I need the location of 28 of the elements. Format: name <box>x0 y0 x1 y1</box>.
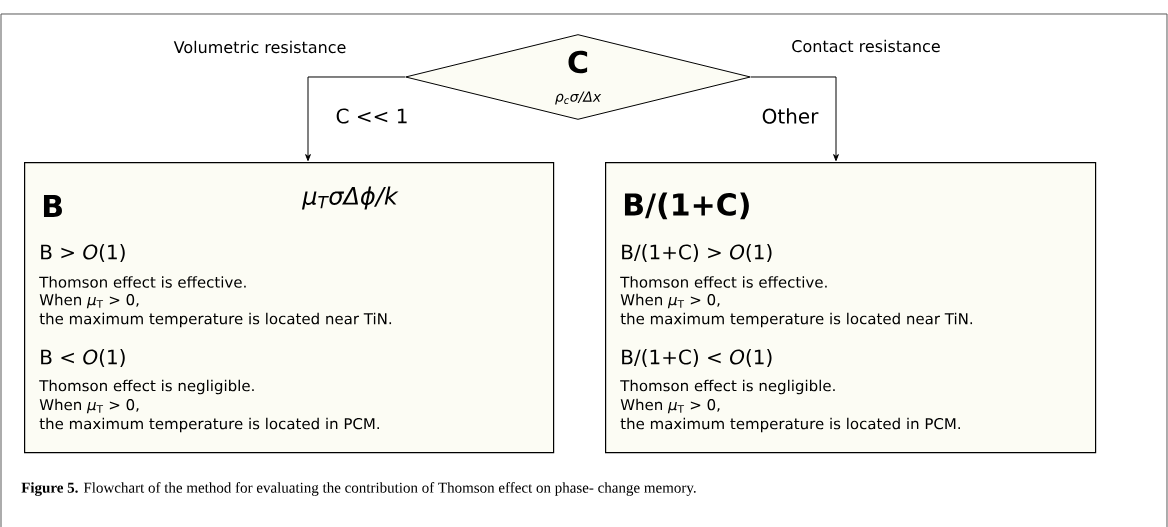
arrow <box>750 76 839 162</box>
condition-text: B/(1+C) < O(1) <box>622 349 772 367</box>
condition-text: B > O(1) <box>41 244 125 262</box>
description-text: Thomson effect is negligible. <box>620 379 835 395</box>
edge-label: Other <box>762 108 819 124</box>
description-text: Thomson effect is effective. <box>39 276 246 288</box>
description-text: Thomson effect is negligible. <box>39 379 254 395</box>
branch-label: Contact resistance <box>792 39 940 53</box>
description-text: the maximum temperature is located near TiN. <box>620 312 973 328</box>
formula: ρ$_{c}$σ/Δx <box>555 91 602 105</box>
description-text: When μ$_{T}$ > 0, <box>620 398 720 414</box>
edge-label: C << 1 <box>336 108 407 124</box>
description-text: When μ$_{T}$ > 0, <box>39 293 139 309</box>
description-text: When μ$_{T}$ > 0, <box>39 398 139 414</box>
caption: Figure 5. Flowchart of the method for evaluating the contribution of Thomson effect on phase- change memory. <box>21 482 696 496</box>
box-heading: C <box>568 50 588 74</box>
description-text: When μ$_{T}$ > 0, <box>620 293 720 309</box>
formula: μ$_{T}$σΔϕ/k <box>301 186 399 210</box>
box-heading: B/(1+C) <box>624 192 749 220</box>
box-heading: B <box>43 195 62 217</box>
description-text: the maximum temperature is located in PCM. <box>39 417 379 433</box>
description-text: the maximum temperature is located in PCM. <box>620 417 960 433</box>
condition-text: B < O(1) <box>41 349 125 367</box>
branch-label: Volumetric resistance <box>173 40 346 54</box>
description-text: the maximum temperature is located near TiN. <box>39 312 392 328</box>
arrow <box>305 76 406 162</box>
description-text: Thomson effect is effective. <box>620 276 827 288</box>
condition-text: B/(1+C) > O(1) <box>622 244 772 262</box>
